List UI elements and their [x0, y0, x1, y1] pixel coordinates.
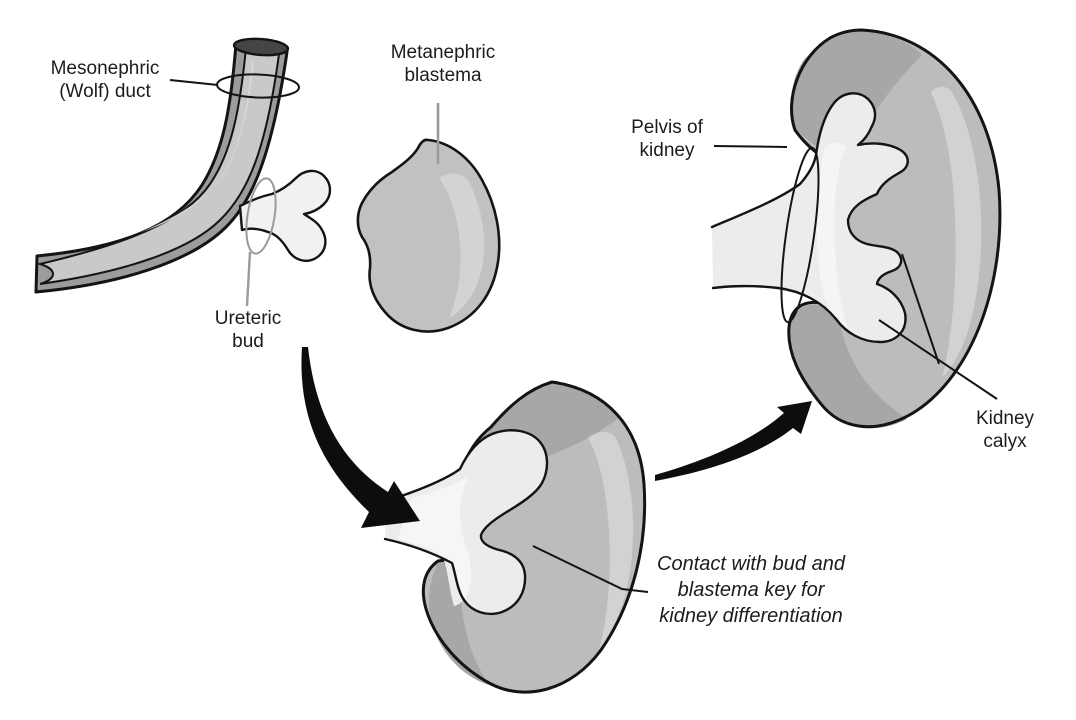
- pelvis-of-kidney-label: Pelvis of kidney: [631, 117, 703, 161]
- ureteric-bud-shape: [238, 169, 332, 262]
- mesonephric-duct-shape: [34, 37, 290, 294]
- bud-leader-line: [245, 251, 252, 307]
- duct-cut-end: [232, 37, 290, 57]
- duct-leader-line: [169, 79, 219, 86]
- calyx-leader-lines: [878, 253, 998, 400]
- bud-marker-ellipse: [245, 177, 277, 255]
- pelvis-leader-line: [713, 145, 788, 148]
- kidney-calyx-label: Kidney calyx: [975, 408, 1035, 452]
- developing-kidney-pelvis-shape: [383, 429, 549, 616]
- kidney-maturation-arrow-icon: [655, 401, 812, 481]
- differentiation-annotation: Contact with bud and blastema key for ki…: [657, 553, 845, 627]
- metanephric-blastema-shape: [356, 138, 501, 333]
- mesonephric-duct-label: Mesonephric (Wolf) duct: [50, 58, 160, 102]
- bud-to-kidney-arrow-icon: [301, 347, 420, 528]
- pelvis-marker-ellipse: [780, 146, 820, 324]
- mature-kidney-pelvis-shape: [710, 92, 909, 344]
- ureteric-bud-label: Ureteric bud: [214, 308, 282, 352]
- annotation-leader-line: [532, 545, 649, 593]
- metanephric-blastema-label: Metanephric blastema: [390, 42, 496, 86]
